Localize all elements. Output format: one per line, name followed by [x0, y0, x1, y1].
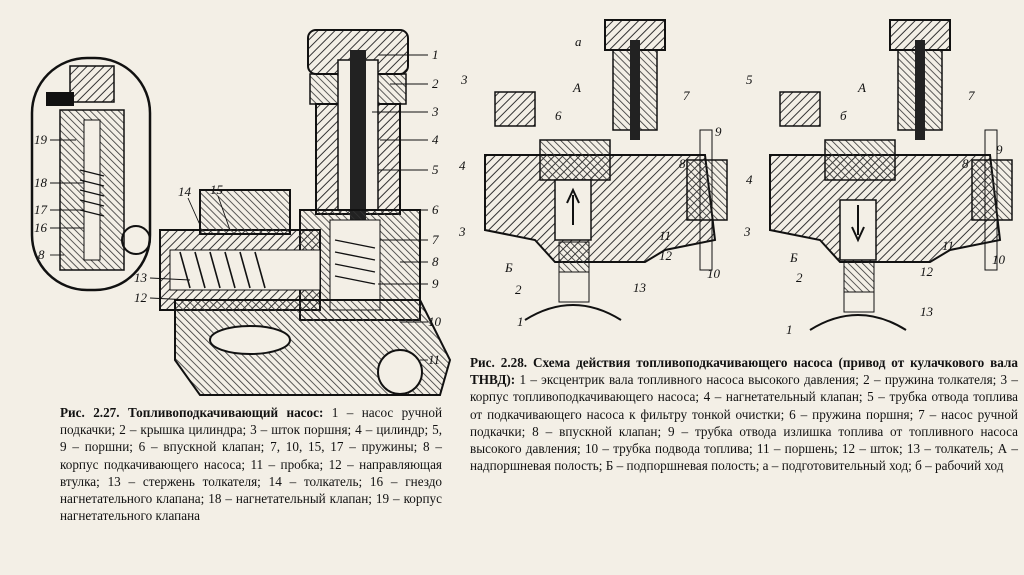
panel-a: а — [484, 19, 728, 321]
caption-fig-2-27-title: Рис. 2.27. Топливоподкачивающий насос: — [60, 405, 324, 420]
callout-b-10: 10 — [992, 252, 1006, 267]
callout-17: 17 — [34, 202, 48, 217]
callout-12: 12 — [134, 290, 148, 305]
callout-b-11: 11 — [942, 238, 954, 253]
panel-b — [769, 19, 1013, 331]
callout-13: 13 — [134, 270, 148, 285]
callout-14: 14 — [178, 184, 192, 199]
callouts-fig27: 1 2 3 4 5 6 7 8 9 10 11 12 13 14 15 16 1… — [34, 47, 442, 367]
callout-b-2: 2 — [796, 270, 803, 285]
callout-a-2: 2 — [515, 282, 522, 297]
callout-b-1: 1 — [786, 322, 793, 337]
figure-2-28: а 3 А 6 7 9 4 8 3 11 Б 12 — [455, 0, 1024, 350]
pump-cutaway-drawing: 1 2 3 4 5 6 7 8 9 10 11 12 13 14 15 16 1… — [30, 29, 452, 396]
callout-8: 8 — [432, 254, 439, 269]
callout-a-8: 8 — [679, 156, 686, 171]
callout-a-6: 6 — [555, 108, 562, 123]
callout-a-12: 12 — [659, 248, 673, 263]
valve-inset — [30, 56, 152, 292]
callout-9: 9 — [432, 276, 439, 291]
callout-5: 5 — [432, 162, 439, 177]
callout-b-A: А — [857, 80, 866, 95]
caption-fig-2-28-text: 1 – эксцентрик вала топливного насоса вы… — [470, 372, 1018, 474]
callout-15: 15 — [210, 182, 224, 197]
panel-a-label: а — [575, 34, 582, 49]
callout-19: 19 — [34, 132, 48, 147]
callout-1: 1 — [432, 47, 439, 62]
callout-4: 4 — [432, 132, 439, 147]
callout-b-8: 8 — [962, 156, 969, 171]
callout-7: 7 — [432, 232, 439, 247]
callout-b-6: б — [840, 108, 847, 123]
callout-18: 18 — [34, 175, 48, 190]
callout-b-5: 5 — [746, 72, 753, 87]
callout-b-12: 12 — [920, 264, 934, 279]
callout-a-13: 13 — [633, 280, 647, 295]
callout-a-1: 1 — [517, 314, 524, 329]
caption-fig-2-28-title: Рис. 2.28. Схема действия топливоподкачи… — [470, 355, 1018, 388]
callout-10: 10 — [428, 314, 442, 329]
callout-a-4: 4 — [459, 158, 466, 173]
figure-2-27: 1 2 3 4 5 6 7 8 9 10 11 12 13 14 15 16 1… — [0, 0, 460, 400]
callout-a-9: 9 — [715, 124, 722, 139]
pump-operation-diagram: а 3 А 6 7 9 4 8 3 11 Б 12 — [458, 19, 1013, 337]
callout-b-B: Б — [789, 250, 798, 265]
callouts-fig28-b: 5 А б 7 9 4 8 3 11 Б 12 2 13 1 10 — [743, 72, 1006, 337]
callout-b-3: 3 — [743, 224, 751, 239]
callout-3: 3 — [431, 104, 439, 119]
callout-8-inset: 8 — [38, 247, 45, 262]
callout-a-10: 10 — [707, 266, 721, 281]
caption-fig-2-28: Рис. 2.28. Схема действия топливоподкачи… — [470, 354, 1018, 474]
callout-16: 16 — [34, 220, 48, 235]
callout-b-7: 7 — [968, 88, 975, 103]
callout-a-B: Б — [504, 260, 513, 275]
callout-b-13: 13 — [920, 304, 934, 319]
caption-fig-2-27-text: 1 – насос ручной подкачки; 2 – крышка ци… — [60, 405, 442, 524]
callout-2: 2 — [432, 76, 439, 91]
callout-a-7: 7 — [683, 88, 690, 103]
callouts-fig28-a: 3 А 6 7 9 4 8 3 11 Б 12 2 13 1 10 — [458, 72, 722, 329]
callout-11: 11 — [428, 352, 440, 367]
callout-b-9: 9 — [996, 142, 1003, 157]
callout-6: 6 — [432, 202, 439, 217]
leader-lines — [50, 54, 428, 361]
callout-a-A: А — [572, 80, 581, 95]
callout-a-3: 3 — [458, 224, 466, 239]
pump-body — [159, 29, 452, 396]
callout-a-11: 11 — [659, 228, 671, 243]
caption-fig-2-27: Рис. 2.27. Топливоподкачивающий насос: 1… — [60, 404, 442, 524]
callout-b-4: 4 — [746, 172, 753, 187]
callout-a-3-top: 3 — [460, 72, 468, 87]
